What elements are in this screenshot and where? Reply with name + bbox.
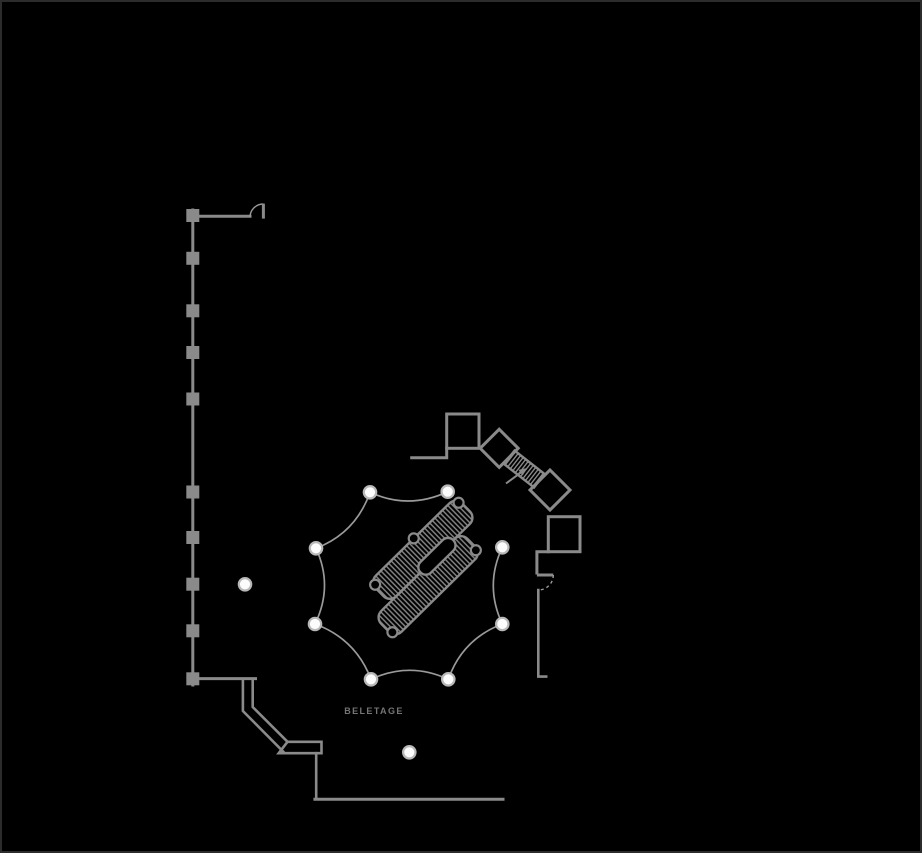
upper-right-room-chain (410, 412, 582, 678)
staircase-lower-run (377, 534, 479, 636)
arrow-shaft (505, 471, 522, 485)
rotated-room-square (527, 467, 573, 513)
top-wall-entrance (191, 203, 265, 219)
right-wall-line (537, 588, 548, 678)
hollow-wall-outer (241, 678, 286, 754)
door-leaf (536, 573, 554, 577)
floor-label: BELETAGE (344, 706, 404, 716)
wall-column-marker (186, 485, 200, 499)
rotunda-column-circle (308, 540, 324, 556)
rotunda-column-circle (494, 539, 510, 555)
wall-column-marker (186, 672, 200, 686)
left-colonnade-wall (186, 208, 200, 687)
door-swing-arc (538, 574, 554, 591)
bottom-left-walls (197, 677, 505, 801)
rotunda-column-circle (440, 671, 456, 687)
room-wall-stub (410, 446, 449, 460)
door-swing-arc (249, 203, 264, 218)
freestanding-column-circle (237, 576, 253, 592)
grand-staircase (369, 496, 482, 639)
wall-column-marker (186, 304, 200, 318)
room-wall-return (535, 550, 550, 575)
rotunda-column-circle (494, 616, 510, 632)
handrail-curl (469, 544, 482, 557)
wall-column-marker (186, 531, 200, 544)
hollow-wall-inner (251, 678, 290, 744)
door-leaf (261, 203, 265, 219)
stair-direction-arrow (505, 468, 527, 485)
handrail-curl (386, 626, 399, 639)
wall-column-marker (186, 577, 200, 591)
wall-column-marker (186, 251, 200, 265)
room-square (445, 412, 481, 450)
rotunda-column-circle (362, 484, 378, 500)
handrail-curl (452, 496, 465, 509)
rotunda-scalloped-walls (314, 490, 504, 681)
wall-column-marker (186, 346, 200, 359)
arrow-head (518, 468, 527, 476)
wall-column-marker (186, 624, 200, 638)
freestanding-column-circle (401, 744, 417, 760)
staircase-center-rail (417, 536, 457, 576)
handrail-curl (369, 578, 382, 591)
room-square (546, 515, 582, 554)
handrail-curl (407, 532, 420, 545)
wall-niche (276, 740, 323, 755)
rotunda (307, 484, 510, 687)
wall-column-marker (186, 392, 200, 406)
rotunda-column-circle (363, 671, 379, 687)
rotunda-column-circle (440, 484, 455, 499)
rotunda-column-circle (307, 616, 323, 632)
